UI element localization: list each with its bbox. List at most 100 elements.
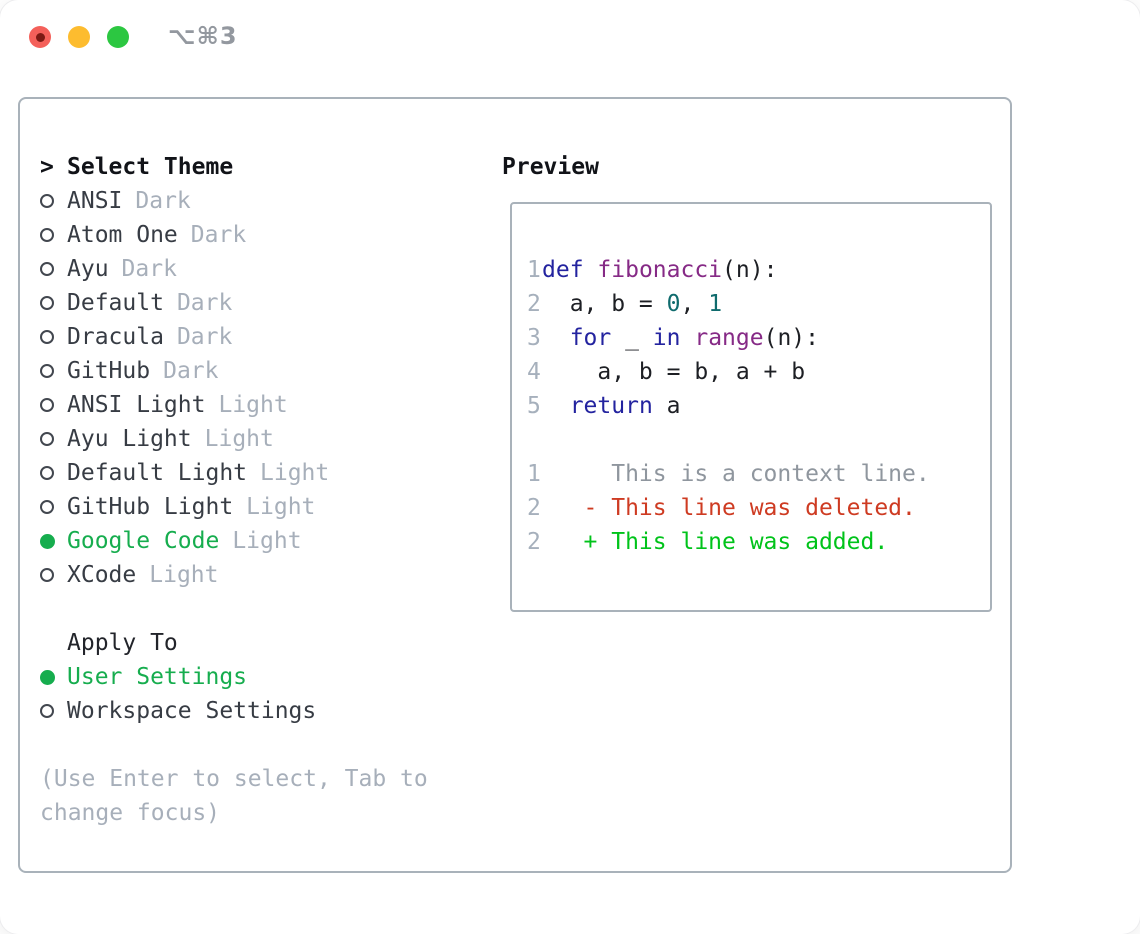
code-token-pl: a, b =: [542, 291, 667, 317]
theme-item-ayu-light[interactable]: Ayu Light Light: [40, 422, 485, 456]
code-token-pl: [681, 325, 695, 351]
radio-icon: [40, 466, 54, 480]
window-title: ⌥⌘3: [168, 22, 238, 50]
theme-item-label: Default: [67, 290, 164, 316]
select-theme-header-row: > Select Theme: [40, 150, 485, 184]
apply-option-user-settings[interactable]: User Settings: [40, 660, 485, 694]
theme-item-variant: Light: [204, 426, 274, 452]
radio-icon: [40, 194, 54, 208]
code-token-num: 1: [708, 291, 723, 317]
theme-item-label: ANSI: [67, 188, 123, 214]
radio-icon: [40, 364, 54, 378]
unsaved-dot-icon: [35, 32, 45, 42]
code-token-kw: def: [542, 257, 584, 283]
theme-item-label: GitHub Light: [67, 494, 234, 520]
code-token-pl: [542, 495, 584, 521]
code-line: 2 a, b = 0, 1: [527, 287, 930, 321]
code-token-pl: ,: [680, 291, 709, 317]
theme-item-variant: Dark: [190, 222, 247, 248]
apply-to-header-row: Apply To: [40, 626, 485, 660]
line-number: 3: [527, 325, 541, 351]
theme-item-ansi-light[interactable]: ANSI Light Light: [40, 388, 485, 422]
minimize-button[interactable]: [68, 26, 90, 48]
code-token-kw: in: [652, 325, 681, 351]
code-token-del: - This line was deleted.: [583, 495, 916, 521]
code-token-fn: fibonacci: [597, 257, 723, 283]
apply-option-workspace-settings[interactable]: Workspace Settings: [40, 694, 485, 728]
code-token-add: + This line was added.: [583, 529, 889, 555]
theme-item-label: ANSI Light: [67, 392, 206, 418]
theme-item-variant: Light: [149, 562, 219, 588]
apply-option-label: Workspace Settings: [67, 698, 317, 724]
code-line: 2 - This line was deleted.: [527, 491, 930, 525]
radio-selected-icon: [40, 669, 55, 685]
code-line: [527, 423, 930, 457]
code-token-fn: range: [694, 325, 764, 351]
radio-icon: [40, 262, 54, 276]
close-button[interactable]: [29, 26, 51, 48]
theme-item-label: Default Light: [67, 460, 248, 486]
radio-icon: [40, 398, 54, 412]
cursor-marker-icon: >: [40, 154, 54, 180]
theme-item-label: Ayu Light: [67, 426, 192, 452]
radio-icon: [40, 704, 54, 718]
preview-header: Preview: [502, 154, 599, 180]
code-token-pl: [584, 257, 598, 283]
code-line: 1def fibonacci(n):: [527, 253, 930, 287]
zoom-button[interactable]: [107, 26, 129, 48]
radio-icon: [40, 568, 54, 582]
theme-item-default[interactable]: Default Dark: [40, 286, 485, 320]
code-line: 3 for _ in range(n):: [527, 321, 930, 355]
theme-item-variant: Dark: [176, 290, 233, 316]
radio-selected-icon: [40, 533, 55, 549]
select-theme-header: Select Theme: [67, 154, 234, 180]
code-token-num: 0: [666, 291, 681, 317]
theme-item-variant: Dark: [163, 358, 219, 384]
theme-item-xcode[interactable]: XCode Light: [40, 558, 485, 592]
radio-icon: [40, 330, 54, 344]
radio-icon: [40, 500, 54, 514]
theme-item-label: Ayu: [67, 256, 109, 282]
radio-icon: [40, 432, 54, 446]
theme-item-label: GitHub: [67, 358, 151, 384]
radio-icon: [40, 296, 54, 310]
code-line: 1 This is a context line.: [527, 457, 930, 491]
theme-item-github-light[interactable]: GitHub Light Light: [40, 490, 485, 524]
radio-icon: [40, 228, 54, 242]
theme-item-variant: Dark: [121, 256, 177, 282]
code-token-pl: a, b = b, a + b: [542, 359, 806, 385]
code-line: 5 return a: [527, 389, 930, 423]
theme-item-ayu[interactable]: Ayu Dark: [40, 252, 485, 286]
code-token-kw: for: [569, 325, 612, 351]
theme-item-variant: Light: [246, 494, 316, 520]
theme-item-label: Dracula: [67, 324, 164, 350]
theme-item-variant: Light: [218, 392, 288, 418]
apply-to-header: Apply To: [67, 630, 178, 656]
spacer: [40, 592, 485, 626]
code-line: 2 + This line was added.: [527, 525, 930, 559]
theme-item-label: Google Code: [67, 528, 220, 554]
code-token-ctx: This is a context line.: [542, 461, 930, 487]
code-token-pl: (n):: [722, 257, 778, 283]
theme-item-github[interactable]: GitHub Dark: [40, 354, 485, 388]
line-number: 4: [527, 359, 541, 385]
apply-option-label: User Settings: [67, 664, 248, 690]
code-token-pl: [542, 529, 584, 555]
theme-item-label: XCode: [67, 562, 137, 588]
code-token-pl: [542, 325, 570, 351]
code-token-pl: a: [652, 393, 681, 419]
line-number: 2: [527, 495, 541, 521]
code-token-pl: _: [611, 325, 653, 351]
code-line: 4 a, b = b, a + b: [527, 355, 930, 389]
